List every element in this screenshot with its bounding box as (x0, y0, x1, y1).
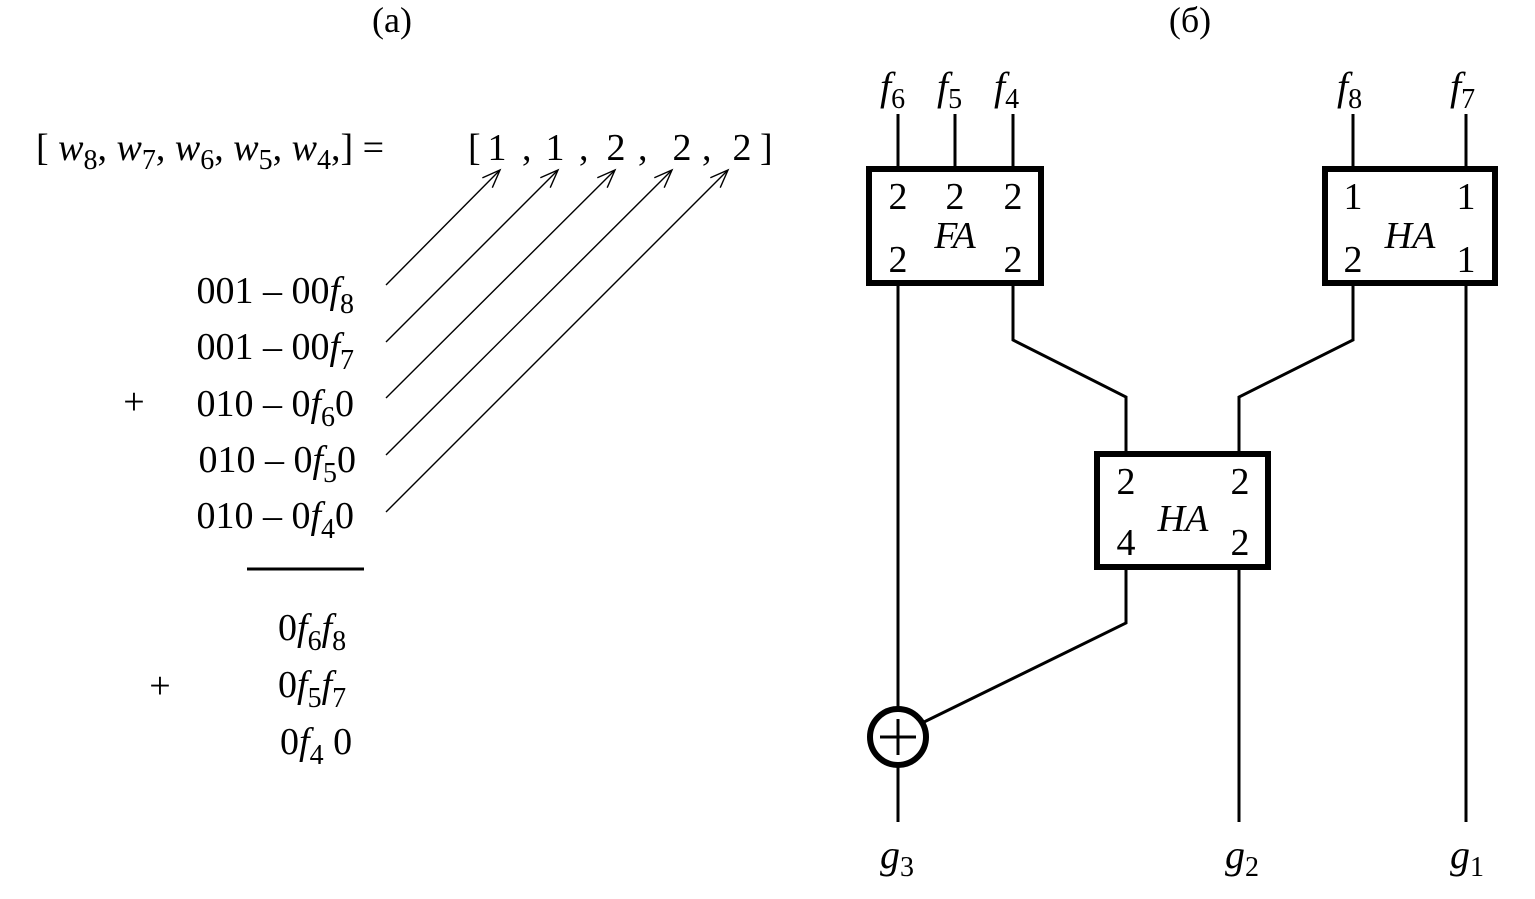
arrow-row-2 (385, 168, 560, 343)
wire-fa-sum-to-ha (1011, 283, 1128, 454)
input-label-f7: f7 (1450, 64, 1475, 115)
weight-value-1: 1 (488, 127, 507, 169)
ha-mid-bottom-left-weight: 4 (1117, 522, 1136, 564)
fa-top-weight: 2 (1004, 176, 1023, 218)
binary-row: 010 – 0f40 (196, 495, 354, 545)
binary-row: 010 – 0f60 (196, 383, 354, 433)
w5-sub: 5 (259, 145, 273, 176)
fa-top-weight: 2 (946, 176, 965, 218)
plus-operator: + (123, 381, 144, 423)
input-label-f8: f8 (1337, 64, 1362, 115)
output-labels: g3 g2 g1 (880, 832, 1484, 883)
sep: , (638, 127, 648, 169)
output-label-g1: g1 (1450, 832, 1484, 883)
fa-bottom-right-weight: 2 (1004, 239, 1023, 281)
half-adder-block-right: 1 1 HA 2 1 (1322, 166, 1498, 286)
weight-value-3: 2 (607, 127, 626, 169)
weight-value-2: 1 (546, 127, 565, 169)
result-plus-operator: + (149, 665, 170, 707)
w6-var: w (175, 127, 201, 169)
input-label-f4: f4 (994, 64, 1019, 115)
wires (896, 114, 1468, 822)
ha-mid-label: HA (1157, 498, 1209, 540)
sep: , (702, 127, 712, 169)
fa-top-weight: 2 (889, 176, 908, 218)
lhs-open-bracket: [ (36, 127, 49, 169)
rhs-close-bracket: ] (760, 127, 773, 169)
ha-mid-bottom-right-weight: 2 (1231, 522, 1250, 564)
xor-gate-icon (867, 706, 929, 768)
ha-mid-top-right-weight: 2 (1231, 461, 1250, 503)
result-rows: 0f6f8 0f5f7 0f4 0 + (149, 607, 352, 771)
weight-equation: [ w8, w7, w6, w5, w4,] = [ 1 , 1 , 2 , 2… (36, 127, 773, 176)
ha-right-bottom-right-weight: 1 (1457, 239, 1476, 281)
weight-value-4: 2 (673, 127, 692, 169)
input-labels: f6 f5 f4 f8 f7 (880, 64, 1475, 115)
binary-row: 001 – 00f8 (196, 270, 354, 320)
binary-rows: 001 – 00f8 001 – 00f7 010 – 0f60 010 – 0… (123, 270, 356, 545)
full-adder-block: 2 2 2 FA 2 2 (866, 166, 1044, 286)
ha-right-top-right-weight: 1 (1457, 176, 1476, 218)
arrow-row-4 (385, 168, 674, 456)
w6-sub: 6 (200, 145, 214, 176)
result-row: 0f5f7 (278, 664, 346, 714)
binary-row: 010 – 0f50 (198, 439, 356, 489)
result-row: 0f4 0 (280, 721, 352, 771)
arrow-row-3 (385, 168, 617, 399)
w7-sub: 7 (142, 145, 156, 176)
wire-ha-carry-to-xor (923, 567, 1128, 724)
wire-ha-carry-to-ha (1237, 283, 1355, 454)
w7-var: w (117, 127, 143, 169)
input-label-f5: f5 (937, 64, 962, 115)
w8-sub: 8 (84, 145, 98, 176)
sep: , (522, 127, 532, 169)
lhs-close: ,] = (331, 127, 384, 169)
fa-bottom-left-weight: 2 (889, 239, 908, 281)
ha-right-top-left-weight: 1 (1344, 176, 1363, 218)
sep: , (579, 127, 589, 169)
arrow-row-1 (385, 168, 502, 286)
svg-text:[ w8, w7,: [ w8, w7, w6, w5, w4,] = (36, 127, 384, 176)
panel-b-label: (б) (1169, 0, 1211, 40)
w4-sub: 4 (317, 145, 331, 176)
fa-label: FA (933, 215, 976, 257)
arrow-row-5 (385, 168, 730, 513)
binary-row: 001 – 00f7 (196, 326, 354, 376)
output-label-g2: g2 (1225, 832, 1259, 883)
panel-a-label: (a) (372, 0, 412, 40)
ha-right-bottom-left-weight: 2 (1344, 239, 1363, 281)
half-adder-block-middle: 2 2 HA 4 2 (1094, 451, 1271, 570)
w4-var: w (292, 127, 318, 169)
weight-value-5: 2 (733, 127, 752, 169)
ha-mid-top-left-weight: 2 (1117, 461, 1136, 503)
mapping-arrows (385, 168, 730, 513)
w8-var: w (58, 127, 84, 169)
input-label-f6: f6 (880, 64, 905, 115)
output-label-g3: g3 (880, 832, 914, 883)
ha-right-label: HA (1384, 215, 1436, 257)
w5-var: w (233, 127, 259, 169)
rhs-open-bracket: [ (468, 127, 481, 169)
result-row: 0f6f8 (278, 607, 346, 657)
